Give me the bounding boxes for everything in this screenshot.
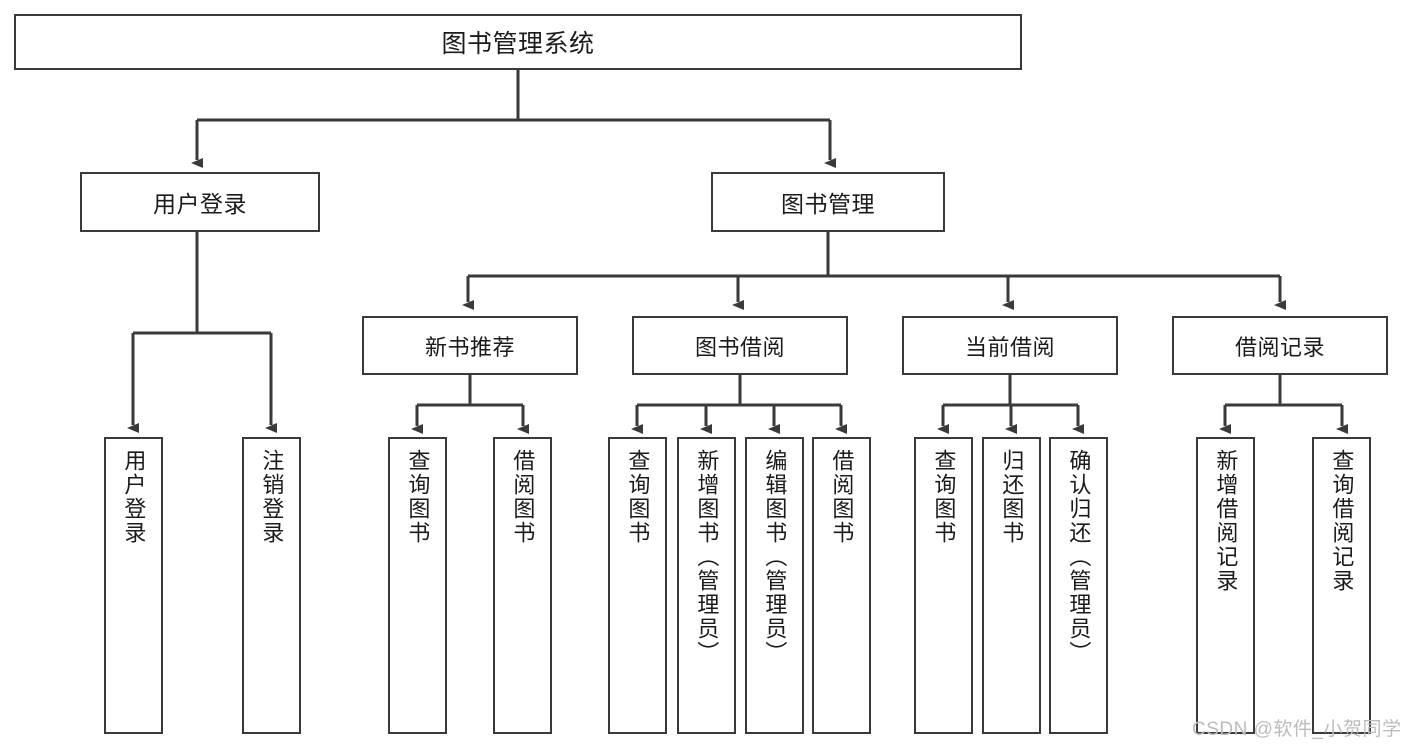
node-root-library-system[interactable]: 图书管理系统 <box>14 14 1022 70</box>
node-user-login[interactable]: 用户登录 <box>80 172 320 232</box>
node-label: 新增借阅记录 <box>1213 449 1239 593</box>
node-label: 用户登录 <box>121 449 147 545</box>
node-label: 编辑图书（管理员） <box>762 449 788 665</box>
leaf-borrow-record-query[interactable]: 查询借阅记录 <box>1312 437 1371 734</box>
node-label: 新书推荐 <box>424 334 515 360</box>
node-book-borrow[interactable]: 图书借阅 <box>632 316 848 375</box>
node-label: 图书管理 <box>781 191 875 217</box>
leaf-new-book-borrow[interactable]: 借阅图书 <box>493 437 552 734</box>
leaf-user-login-signin[interactable]: 用户登录 <box>104 437 163 734</box>
node-label: 图书借阅 <box>694 334 785 360</box>
watermark-credit: CSDN @软件_小贺同学 <box>1192 714 1401 741</box>
leaf-book-borrow-edit[interactable]: 编辑图书（管理员） <box>745 437 804 734</box>
node-label: 用户登录 <box>153 191 247 217</box>
node-book-management[interactable]: 图书管理 <box>711 172 945 232</box>
node-label: 归还图书 <box>999 449 1025 545</box>
node-label: 查询图书 <box>931 449 957 545</box>
leaf-current-borrow-return[interactable]: 归还图书 <box>982 437 1041 734</box>
node-label: 借阅图书 <box>829 449 855 545</box>
leaf-current-borrow-confirm-return[interactable]: 确认归还（管理员） <box>1049 437 1108 734</box>
leaf-current-borrow-query[interactable]: 查询图书 <box>914 437 973 734</box>
leaf-book-borrow-borrow[interactable]: 借阅图书 <box>812 437 871 734</box>
leaf-new-book-query[interactable]: 查询图书 <box>388 437 447 734</box>
node-label: 图书管理系统 <box>441 30 595 58</box>
leaf-book-borrow-query[interactable]: 查询图书 <box>608 437 667 734</box>
leaf-user-login-signout[interactable]: 注销登录 <box>242 437 301 734</box>
node-label: 当前借阅 <box>964 334 1055 360</box>
node-current-borrow[interactable]: 当前借阅 <box>902 316 1118 375</box>
node-borrow-record[interactable]: 借阅记录 <box>1172 316 1388 375</box>
watermark-text: CSDN @软件_小贺同学 <box>1192 719 1402 740</box>
node-label: 确认归还（管理员） <box>1066 449 1092 665</box>
node-new-book-recommend[interactable]: 新书推荐 <box>362 316 578 375</box>
leaf-book-borrow-add[interactable]: 新增图书（管理员） <box>677 437 736 734</box>
node-label: 查询图书 <box>625 449 651 545</box>
node-label: 借阅记录 <box>1234 334 1325 360</box>
leaf-borrow-record-add[interactable]: 新增借阅记录 <box>1196 437 1255 734</box>
node-label: 借阅图书 <box>510 449 536 545</box>
node-label: 注销登录 <box>259 449 285 545</box>
node-label: 查询借阅记录 <box>1329 449 1355 593</box>
node-label: 查询图书 <box>405 449 431 545</box>
node-label: 新增图书（管理员） <box>694 449 720 665</box>
